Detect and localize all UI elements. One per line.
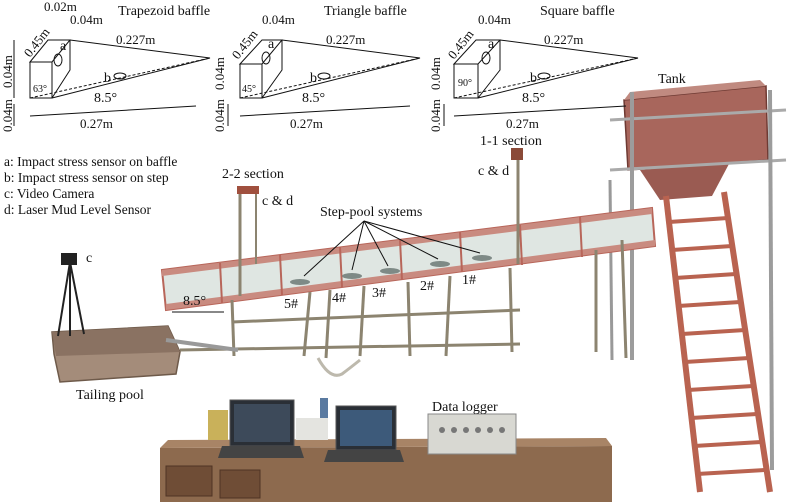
square-dim-3: 0.227m [544, 32, 583, 47]
square-angle-left: 90° [458, 78, 472, 89]
tailing-pool [51, 325, 239, 383]
triangle-angle-slope: 8.5° [302, 91, 325, 106]
square-dim-4: 0.04m [428, 57, 443, 90]
triangle-dim-6: 0.27m [290, 116, 323, 131]
trapezoid-label-a: a [60, 39, 67, 54]
square-title: Square baffle [540, 4, 615, 19]
pool-1-label: 1# [462, 273, 476, 288]
pool-2-label: 2# [420, 279, 434, 294]
camera-tripod [57, 253, 85, 337]
tank [608, 80, 787, 471]
trapezoid-baffle-diagram [13, 39, 211, 126]
step-pool-label: Step-pool systems [320, 205, 422, 220]
tailing-pool-label: Tailing pool [76, 388, 144, 403]
sensor-pole-1-1 [511, 148, 523, 264]
legend-item-b: b: Impact stress sensor on step [4, 170, 169, 185]
square-dim-5: 0.04m [428, 99, 443, 132]
trapezoid-dim-5: 0.04m [0, 55, 15, 88]
pool-5-label: 5# [284, 297, 298, 312]
flume-angle-label: 8.5° [183, 294, 206, 309]
square-angle-slope: 8.5° [522, 91, 545, 106]
c-and-d-label-1: c & d [478, 164, 509, 179]
square-baffle-diagram [443, 39, 639, 126]
triangle-dim-1: 0.04m [262, 12, 295, 27]
c-and-d-label-2: c & d [262, 194, 293, 209]
square-dim-6: 0.27m [506, 116, 539, 131]
trapezoid-dim-7: 0.27m [80, 116, 113, 131]
laptop-left [218, 399, 304, 458]
trapezoid-title: Trapezoid baffle [118, 4, 210, 19]
square-label-a: a [488, 37, 495, 52]
pool-4-label: 4# [332, 291, 346, 306]
section-1-1-label: 1-1 section [480, 134, 542, 149]
camera-c-label: c [86, 251, 92, 266]
tank-label: Tank [658, 72, 686, 87]
trapezoid-angle-slope: 8.5° [94, 91, 117, 106]
trapezoid-label-b: b [104, 71, 111, 86]
triangle-dim-2: 0.45m [229, 27, 261, 62]
triangle-dim-5: 0.04m [212, 99, 227, 132]
desk-clutter [208, 398, 328, 440]
triangle-dim-3: 0.227m [326, 32, 365, 47]
laptop-right [324, 405, 404, 462]
pool-3-label: 3# [372, 286, 386, 301]
triangle-label-b: b [310, 71, 317, 86]
trapezoid-dim-4: 0.227m [116, 32, 155, 47]
trapezoid-dim-2: 0.04m [70, 12, 103, 27]
data-logger-device [427, 413, 517, 455]
triangle-title: Triangle baffle [324, 4, 407, 19]
trapezoid-dim-1: 0.02m [44, 0, 77, 14]
square-dim-1: 0.04m [478, 12, 511, 27]
flume [160, 206, 657, 312]
sensor-legend: a: Impact stress sensor on baffle b: Imp… [4, 154, 177, 218]
sensor-pole-2-2 [237, 186, 259, 296]
triangle-dim-4: 0.04m [212, 57, 227, 90]
section-2-2-label: 2-2 section [222, 167, 284, 182]
legend-item-d: d: Laser Mud Level Sensor [4, 202, 151, 217]
step-pool-arrows [303, 220, 481, 277]
square-label-b: b [530, 71, 537, 86]
legend-item-a: a: Impact stress sensor on baffle [4, 154, 178, 169]
triangle-label-a: a [268, 37, 275, 52]
trapezoid-dim-6: 0.04m [0, 99, 15, 132]
triangle-angle-left: 45° [242, 84, 256, 95]
ladder [663, 191, 773, 493]
data-logger-label: Data logger [432, 400, 498, 415]
triangle-baffle-diagram [227, 39, 421, 126]
legend-item-c: c: Video Camera [4, 186, 95, 201]
trapezoid-angle-left: 63° [33, 84, 47, 95]
cable [316, 357, 361, 377]
